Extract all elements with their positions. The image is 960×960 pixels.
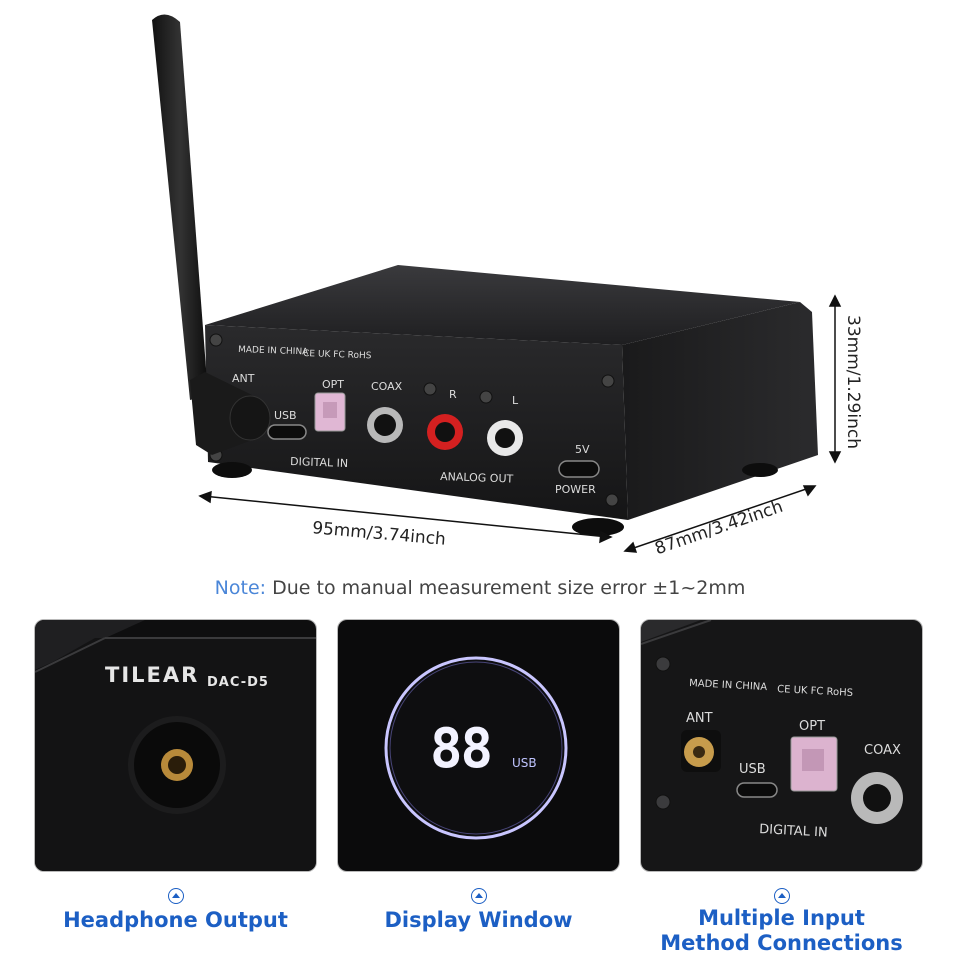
power-label: POWER	[555, 483, 596, 496]
model-label: DAC-D5	[207, 675, 269, 690]
up-arrow-icon	[471, 888, 487, 904]
headphone-jack-image: TILEAR DAC-D5	[35, 620, 316, 871]
brand-label: TILEAR	[105, 663, 199, 687]
dac-body	[205, 265, 818, 536]
multiple-input-panel: MADE IN CHINA CE UK FC RoHS ANT USB OPT …	[640, 619, 923, 872]
multiple-input-caption: Multiple Input Method Connections	[660, 906, 903, 955]
zoom-opt-label: OPT	[799, 719, 825, 734]
antenna	[152, 14, 271, 455]
headphone-output-panel: TILEAR DAC-D5	[34, 619, 317, 872]
display-window-caption: Display Window	[384, 908, 573, 932]
dimension-arrows	[198, 294, 842, 553]
display-digits: 88	[430, 717, 491, 780]
headphone-output-caption: Headphone Output	[63, 908, 288, 932]
height-dimension-label: 33mm/1.29inch	[842, 315, 863, 449]
display-window-image: 88 USB	[338, 620, 619, 871]
usb-label: USB	[274, 409, 297, 422]
coax-label: COAX	[371, 380, 403, 393]
display-window-panel: 88 USB	[337, 619, 620, 872]
opt-label: OPT	[322, 378, 344, 391]
ant-label: ANT	[232, 372, 255, 385]
rear-panel-labels: MADE IN CHINA CE UK FC RoHS ANT USB OPT …	[232, 345, 596, 496]
zoom-certs-label: CE UK FC RoHS	[777, 684, 853, 699]
zoom-made-in-label: MADE IN CHINA	[689, 678, 768, 693]
l-label: L	[512, 394, 519, 407]
digital-in-label: DIGITAL IN	[290, 455, 348, 470]
display-source: USB	[512, 756, 537, 770]
zoom-ant-label: ANT	[686, 711, 713, 726]
analog-out-label: ANALOG OUT	[440, 470, 514, 486]
up-arrow-icon	[168, 888, 184, 904]
zoom-coax-label: COAX	[864, 743, 901, 758]
zoom-digital-in-label: DIGITAL IN	[759, 822, 828, 841]
zoom-usb-label: USB	[739, 762, 766, 777]
input-connectors-image: MADE IN CHINA CE UK FC RoHS ANT USB OPT …	[641, 620, 922, 871]
product-illustration: MADE IN CHINA CE UK FC RoHS ANT USB OPT …	[152, 14, 842, 553]
r-label: R	[449, 388, 457, 401]
measurement-note: Note: Due to manual measurement size err…	[0, 577, 960, 599]
note-text: Due to manual measurement size error ±1~…	[266, 577, 746, 599]
note-label: Note:	[214, 577, 267, 599]
certs-label: CE UK FC RoHS	[303, 349, 372, 361]
connectors	[267, 392, 600, 478]
power-voltage-label: 5V	[575, 443, 590, 456]
up-arrow-icon	[774, 888, 790, 904]
made-in-label: MADE IN CHINA	[238, 345, 309, 357]
